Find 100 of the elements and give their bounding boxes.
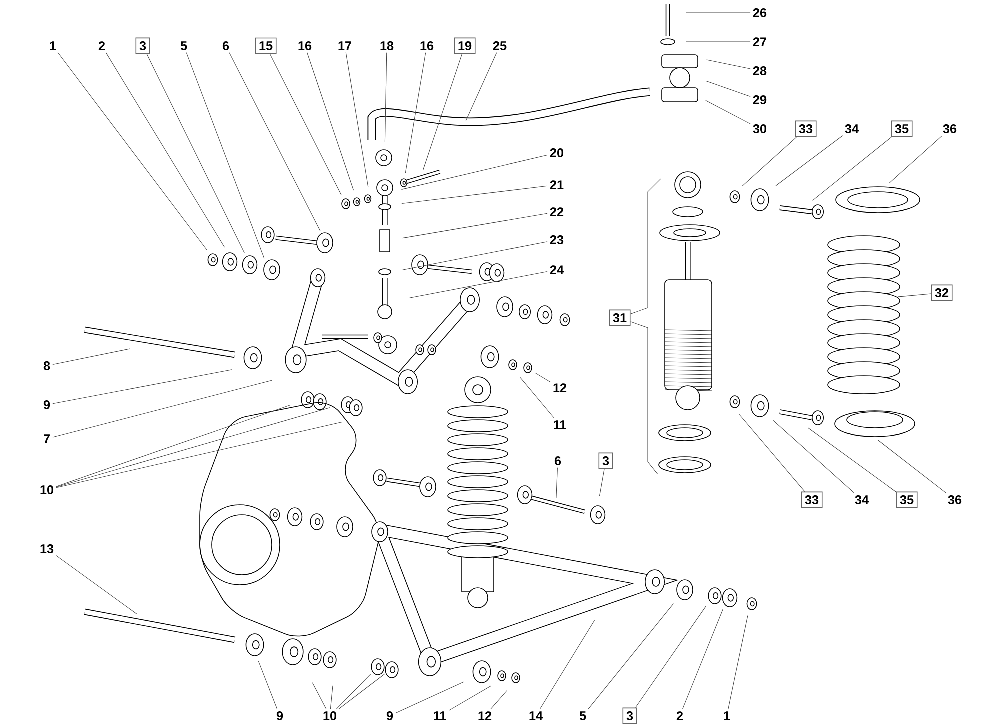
callout-number: 17 bbox=[338, 42, 352, 50]
callout-number: 1 bbox=[50, 42, 56, 50]
leader-line bbox=[422, 54, 463, 171]
leader-line bbox=[401, 154, 548, 190]
leader-line bbox=[535, 372, 551, 383]
leader-line bbox=[402, 186, 548, 204]
leader-line bbox=[773, 420, 855, 494]
leader-line bbox=[540, 620, 596, 710]
leader-line bbox=[556, 468, 558, 498]
leader-line bbox=[588, 604, 674, 710]
callout-number: 28 bbox=[753, 66, 767, 76]
callout-number: 26 bbox=[753, 8, 767, 18]
leader-line bbox=[630, 178, 662, 314]
leader-line bbox=[706, 81, 751, 97]
boxed-callout-number: 19 bbox=[454, 38, 476, 54]
boxed-callout-number: 32 bbox=[931, 284, 953, 302]
leader-line bbox=[776, 136, 844, 186]
callout-number: 5 bbox=[180, 42, 188, 50]
leader-line bbox=[258, 661, 278, 710]
callout-number: 2 bbox=[676, 712, 684, 720]
leader-line bbox=[402, 242, 548, 270]
callout-number: 10 bbox=[40, 486, 54, 494]
callout-number: 16 bbox=[298, 42, 312, 50]
leader-line bbox=[307, 52, 354, 191]
callout-number: 9 bbox=[276, 712, 284, 720]
leader-line bbox=[490, 690, 508, 710]
callout-number: 11 bbox=[554, 420, 566, 430]
leader-line bbox=[410, 272, 548, 298]
boxed-callout-number: 3 bbox=[622, 708, 638, 724]
leader-line bbox=[396, 682, 464, 714]
leader-line bbox=[338, 674, 386, 710]
callout-number: 20 bbox=[550, 148, 564, 158]
leader-line bbox=[466, 52, 498, 122]
boxed-callout-number: 31 bbox=[609, 310, 631, 326]
callout-number: 8 bbox=[44, 362, 50, 370]
callout-number: 21 bbox=[550, 180, 564, 190]
leader-line bbox=[706, 100, 751, 124]
leader-line bbox=[270, 54, 342, 196]
callout-number: 11 bbox=[434, 712, 446, 720]
leader-line bbox=[706, 60, 751, 70]
callout-number: 23 bbox=[550, 236, 564, 244]
leader-line bbox=[229, 52, 321, 232]
leader-line bbox=[312, 682, 327, 710]
callout-number: 14 bbox=[530, 712, 543, 720]
leader-line bbox=[448, 686, 492, 711]
leader-line bbox=[635, 606, 707, 708]
callout-number: 6 bbox=[222, 42, 230, 50]
callout-number: 2 bbox=[98, 42, 106, 50]
callout-number: 34 bbox=[855, 496, 869, 504]
leader-line bbox=[630, 322, 658, 474]
leader-line bbox=[52, 370, 232, 404]
leader-line bbox=[56, 405, 291, 487]
leader-line bbox=[346, 52, 369, 188]
callout-number: 25 bbox=[493, 42, 507, 50]
callout-number: 9 bbox=[44, 400, 50, 410]
callout-number: 34 bbox=[845, 124, 859, 134]
callout-number: 27 bbox=[753, 38, 766, 46]
leader-line bbox=[58, 52, 208, 250]
leader-line bbox=[405, 52, 426, 174]
callout-number: 7 bbox=[44, 434, 50, 444]
leader-line bbox=[808, 428, 896, 492]
leader-line bbox=[686, 12, 751, 14]
leader-line bbox=[336, 674, 372, 710]
leader-line bbox=[812, 136, 892, 201]
leader-line bbox=[728, 616, 748, 710]
callout-number: 18 bbox=[380, 42, 394, 50]
leader-line bbox=[106, 52, 226, 248]
callout-number: 6 bbox=[554, 456, 562, 466]
callout-number: 16 bbox=[420, 42, 434, 50]
callout-number: 22 bbox=[550, 208, 564, 216]
leader-line bbox=[384, 52, 388, 142]
boxed-callout-number: 33 bbox=[801, 492, 823, 508]
leader-line bbox=[402, 213, 548, 239]
callout-number: 12 bbox=[554, 384, 567, 392]
boxed-callout-number: 35 bbox=[896, 492, 918, 508]
callout-number: 24 bbox=[550, 266, 564, 274]
boxed-callout-number: 3 bbox=[598, 452, 614, 470]
leader-line bbox=[520, 377, 555, 418]
callout-number: 9 bbox=[386, 712, 394, 720]
callout-number: 10 bbox=[324, 712, 337, 720]
callout-number: 1 bbox=[724, 712, 730, 720]
callout-number: 36 bbox=[943, 124, 957, 134]
boxed-callout-number: 15 bbox=[255, 38, 277, 54]
callout-number: 36 bbox=[948, 496, 962, 504]
leader-line bbox=[739, 414, 806, 492]
leader-line bbox=[56, 408, 331, 488]
leader-line bbox=[682, 609, 724, 710]
leader-line bbox=[186, 52, 265, 259]
callout-number: 30 bbox=[753, 124, 767, 134]
callout-number: 5 bbox=[580, 712, 586, 720]
leader-line bbox=[599, 468, 605, 496]
boxed-callout-number: 3 bbox=[136, 38, 150, 54]
leader-line bbox=[146, 54, 245, 254]
leader-line bbox=[889, 136, 943, 184]
leader-line bbox=[742, 136, 798, 187]
callout-number: 12 bbox=[478, 712, 492, 720]
boxed-callout-number: 35 bbox=[891, 120, 913, 138]
boxed-callout-number: 33 bbox=[795, 120, 817, 138]
leader-line bbox=[898, 294, 932, 298]
leader-line bbox=[878, 440, 946, 494]
